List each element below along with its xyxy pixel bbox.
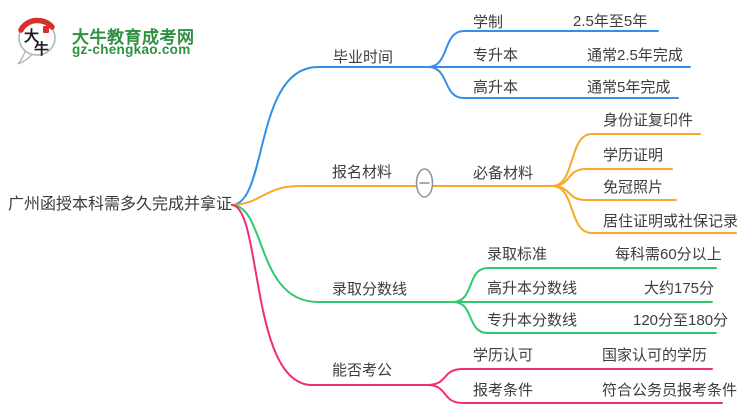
branch-line xyxy=(452,267,717,303)
root-topic[interactable]: 广州函授本科需多久完成并拿证 xyxy=(8,196,233,213)
node-id-copy[interactable]: 身份证复印件 xyxy=(603,112,694,129)
node-apply-condition-value[interactable]: 符合公务员报考条件 xyxy=(602,382,738,399)
red-hat-arc xyxy=(18,17,55,33)
node-apply-condition[interactable]: 报考条件 xyxy=(473,382,534,399)
node-residence-proof[interactable]: 居住证明或社保记录 xyxy=(603,213,739,230)
node-schooling-length-value[interactable]: 2.5年至5年 xyxy=(573,13,648,30)
daniu-logo-icon: 大 牛 xyxy=(17,17,56,65)
branch-line xyxy=(427,66,679,99)
node-photo[interactable]: 免冠照片 xyxy=(603,179,664,196)
logo-char-niu: 牛 xyxy=(34,40,49,58)
node-zhuanshengben-value[interactable]: 通常2.5年完成 xyxy=(587,47,683,64)
node-admission-standard-value[interactable]: 每科需60分以上 xyxy=(615,246,722,263)
node-required-materials[interactable]: 必备材料 xyxy=(473,165,534,182)
node-gaoshengben[interactable]: 高升本 xyxy=(473,79,519,96)
logo-char-da: 大 xyxy=(24,27,39,45)
branch-line xyxy=(427,30,659,68)
branch-line xyxy=(231,185,553,206)
site-logo: 大 牛 大牛教育成考网 gz-chengkao.com xyxy=(16,14,236,74)
branch-graduation-lines xyxy=(231,30,691,206)
node-civil-service[interactable]: 能否考公 xyxy=(332,362,393,379)
branch-materials-lines xyxy=(231,133,737,234)
branch-line xyxy=(231,66,429,206)
node-registration-materials[interactable]: 报名材料 xyxy=(332,164,393,181)
node-admission-score[interactable]: 录取分数线 xyxy=(332,281,408,298)
branch-line xyxy=(551,185,737,234)
branch-civil-lines xyxy=(231,204,723,404)
node-degree-recognition-value[interactable]: 国家认可的学历 xyxy=(602,347,708,364)
branch-score-lines xyxy=(231,204,717,334)
branch-line xyxy=(426,368,713,386)
node-zhuanshengben-score[interactable]: 专升本分数线 xyxy=(487,312,578,329)
branch-line xyxy=(231,204,454,303)
node-zhuanshengben-score-value[interactable]: 120分至180分 xyxy=(633,312,729,329)
node-diploma-proof[interactable]: 学历证明 xyxy=(603,147,664,164)
node-zhuanshengben[interactable]: 专升本 xyxy=(473,47,519,64)
node-gaoshengben-value[interactable]: 通常5年完成 xyxy=(587,79,671,96)
node-degree-recognition[interactable]: 学历认可 xyxy=(473,347,534,364)
node-graduation-time[interactable]: 毕业时间 xyxy=(333,49,394,66)
node-schooling-length[interactable]: 学制 xyxy=(473,14,504,31)
logo-site-name: 大牛教育成考网 xyxy=(72,28,195,47)
red-seal xyxy=(43,26,49,33)
node-gaoshengben-score[interactable]: 高升本分数线 xyxy=(487,280,578,297)
branch-line xyxy=(426,384,723,404)
branch-line xyxy=(551,133,701,187)
branch-line xyxy=(231,204,428,386)
branch-line xyxy=(551,168,673,187)
node-gaoshengben-score-value[interactable]: 大约175分 xyxy=(644,280,715,297)
collapse-button[interactable] xyxy=(415,168,434,198)
logo-site-url: gz-chengkao.com xyxy=(72,42,191,57)
node-admission-standard[interactable]: 录取标准 xyxy=(487,246,548,263)
branch-line xyxy=(452,301,717,334)
